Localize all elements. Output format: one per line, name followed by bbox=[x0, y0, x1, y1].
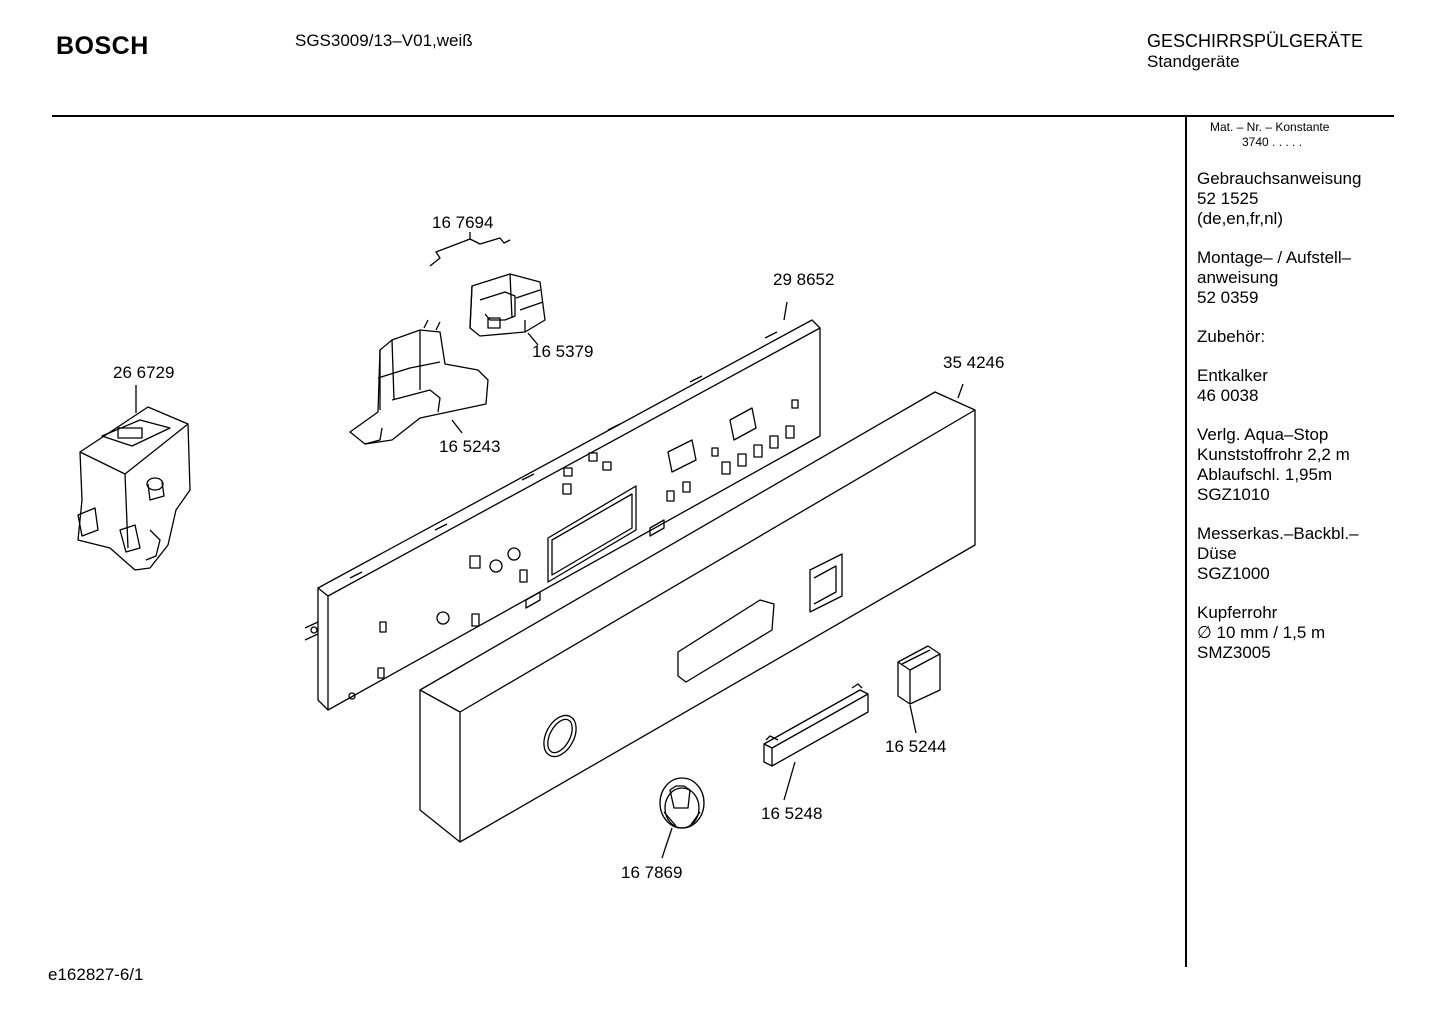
part-knob-167869 bbox=[659, 777, 705, 829]
part-number-298652: 29 8652 bbox=[773, 270, 834, 289]
part-control-module-266729 bbox=[77, 406, 191, 571]
drawing-code: e162827-6/1 bbox=[48, 965, 144, 984]
sidebar-line: 52 1525 bbox=[1197, 189, 1259, 208]
leader-line bbox=[451, 419, 463, 434]
part-holder-165243 bbox=[349, 319, 489, 445]
sidebar-line: Gebrauchsanweisung bbox=[1197, 169, 1362, 188]
sidebar-divider bbox=[1185, 117, 1187, 967]
part-number-165243: 16 5243 bbox=[439, 437, 500, 456]
part-number-165244: 16 5244 bbox=[885, 737, 946, 756]
leader-line bbox=[783, 761, 796, 801]
leader-line bbox=[783, 301, 788, 321]
sidebar-line: Zubehör: bbox=[1197, 327, 1266, 346]
part-number-167869: 16 7869 bbox=[621, 863, 682, 882]
part-number-354246: 35 4246 bbox=[943, 353, 1004, 372]
sidebar-line: SMZ3005 bbox=[1197, 643, 1271, 662]
part-strip-165248 bbox=[763, 683, 869, 767]
part-rear-panel-298652 bbox=[304, 319, 821, 711]
part-spring-wire bbox=[429, 237, 511, 267]
sidebar-line: Ablaufschl. 1,95m bbox=[1197, 465, 1333, 484]
sidebar-line: (de,en,fr,nl) bbox=[1197, 209, 1283, 228]
subcategory-title: Standgeräte bbox=[1147, 52, 1240, 71]
part-front-fascia-354246 bbox=[419, 391, 976, 843]
sidebar-line: 46 0038 bbox=[1197, 386, 1259, 405]
leader-line bbox=[527, 332, 539, 346]
part-number-266729: 26 6729 bbox=[113, 363, 174, 382]
sidebar-line: anweisung bbox=[1197, 268, 1279, 287]
exploded-parts-diagram: 16 7694 29 8652 16 5379 26 6729 35 4246 … bbox=[77, 213, 1004, 882]
sidebar-line: Montage– / Aufstell– bbox=[1197, 248, 1352, 267]
sidebar-block: Zubehör: bbox=[1197, 327, 1397, 347]
sidebar-line: Verlg. Aqua–Stop bbox=[1197, 425, 1329, 444]
leader-line bbox=[909, 704, 917, 734]
part-number-167694: 16 7694 bbox=[432, 213, 493, 232]
sidebar-info: Mat. – Nr. – Konstante 3740 . . . . . Ge… bbox=[1197, 120, 1397, 663]
model-number: SGS3009/13–V01,weiß bbox=[295, 31, 473, 50]
header-divider bbox=[52, 115, 1394, 117]
sidebar-line: ∅ 10 mm / 1,5 m bbox=[1197, 623, 1326, 642]
sidebar-line: Kupferrohr bbox=[1197, 603, 1278, 622]
sidebar-line: Messerkas.–Backbl.– bbox=[1197, 524, 1359, 543]
part-switch-block-165379 bbox=[469, 273, 546, 337]
brand-logo: BOSCH bbox=[56, 32, 149, 60]
leader-line bbox=[661, 827, 673, 859]
mat-value: 3740 . . . . . bbox=[1242, 135, 1303, 149]
sidebar-line: 52 0359 bbox=[1197, 288, 1259, 307]
part-button-165244 bbox=[897, 645, 941, 705]
leader-line bbox=[957, 383, 964, 399]
sidebar-line: SGZ1000 bbox=[1197, 564, 1270, 583]
part-number-165379: 16 5379 bbox=[532, 342, 593, 361]
sidebar-line: SGZ1010 bbox=[1197, 485, 1270, 504]
part-number-165248: 16 5248 bbox=[761, 804, 822, 823]
sidebar-line: Kunststoffrohr 2,2 m bbox=[1197, 445, 1350, 464]
sidebar-line: Entkalker bbox=[1197, 366, 1268, 385]
category-title: GESCHIRRSPÜLGERÄTE bbox=[1147, 31, 1364, 51]
mat-label: Mat. – Nr. – Konstante bbox=[1210, 120, 1330, 134]
sidebar-line: Düse bbox=[1197, 544, 1237, 563]
